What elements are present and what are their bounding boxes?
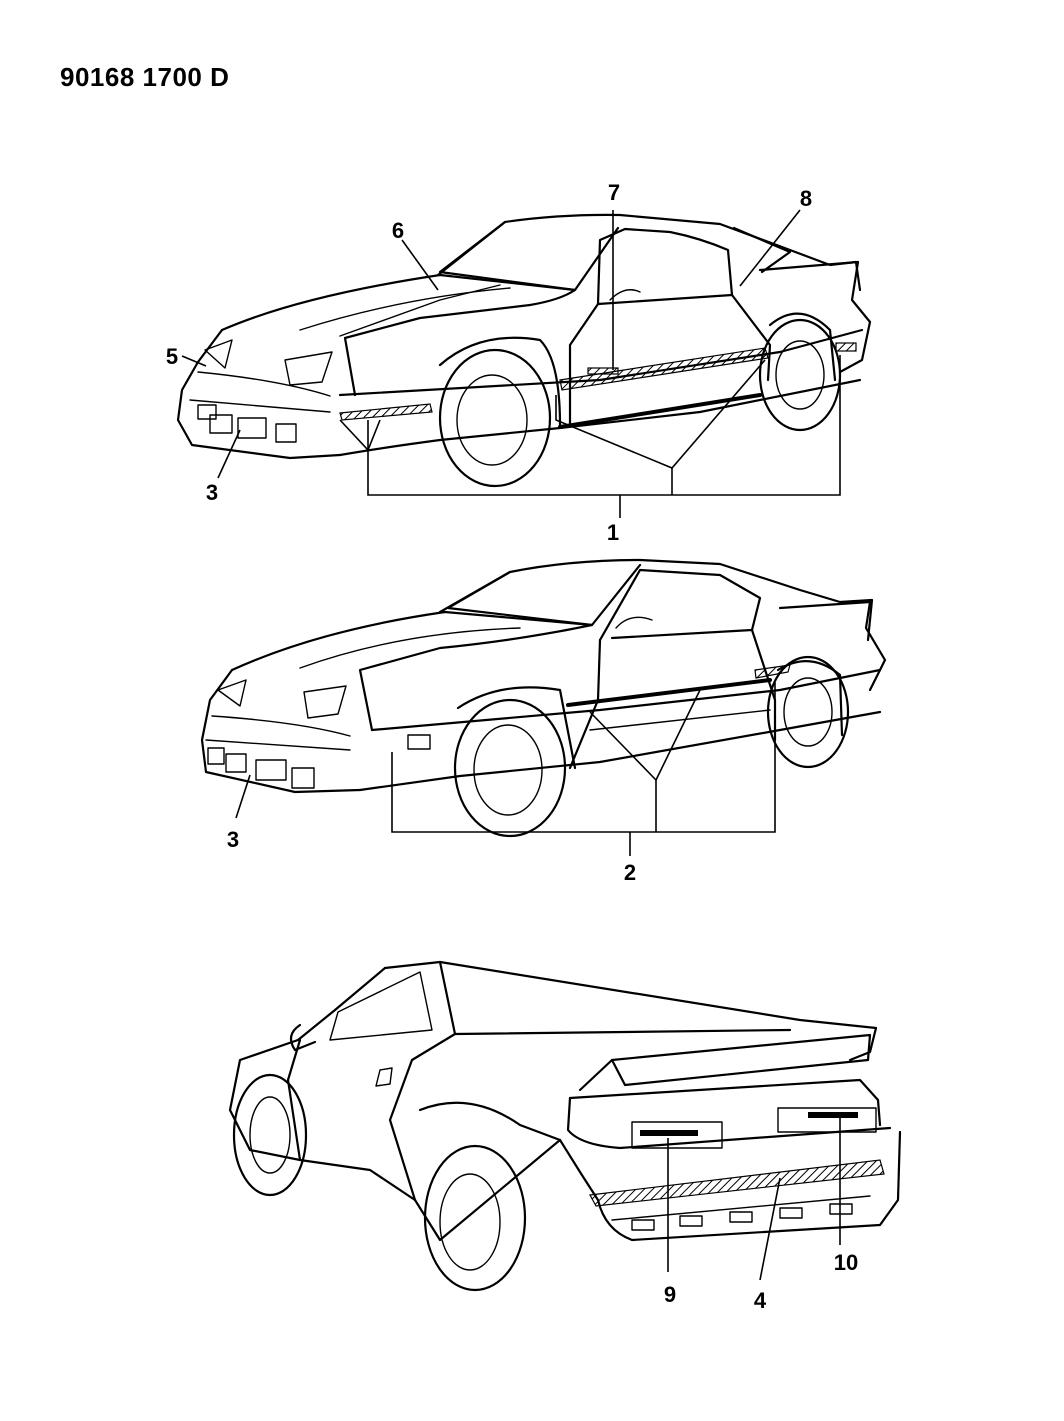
callout-6: 6 (392, 218, 404, 243)
callout-8: 8 (800, 186, 812, 211)
callout-10: 10 (834, 1250, 858, 1275)
car-front-view-1 (176, 209, 872, 518)
callout-7: 7 (608, 180, 620, 205)
car-front-view-2 (200, 558, 887, 856)
car-rear-view (228, 960, 902, 1292)
callout-1: 1 (607, 520, 619, 545)
callout-5: 5 (166, 344, 178, 369)
callout-3-upper: 3 (206, 480, 218, 505)
callout-2: 2 (624, 860, 636, 885)
callout-9: 9 (664, 1282, 676, 1307)
callout-4: 4 (754, 1288, 767, 1313)
callout-3-middle: 3 (227, 827, 239, 852)
reference-code: 90168 1700 D (60, 62, 229, 92)
